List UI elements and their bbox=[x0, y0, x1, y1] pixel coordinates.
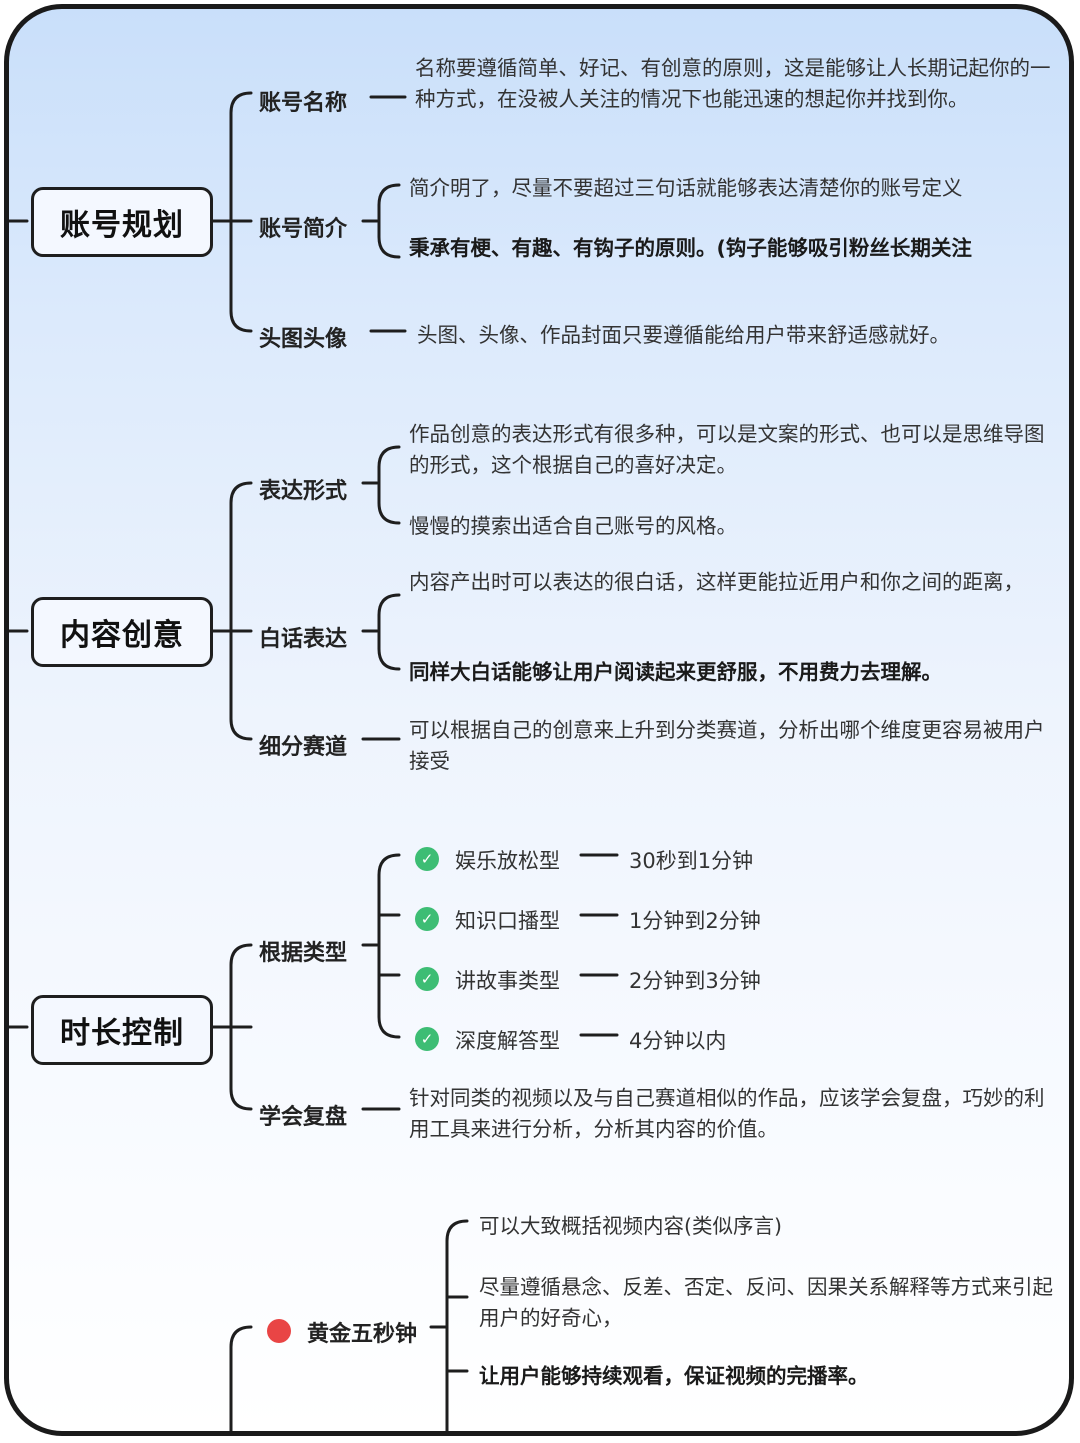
leaf-golden-1: 可以大致概括视频内容(类似序言) bbox=[479, 1214, 782, 1238]
leaf-golden-2: 尽量遵循悬念、反差、否定、反问、因果关系解释等方式来引起用户的好奇心， bbox=[479, 1275, 1053, 1330]
check-icon: ✓ bbox=[415, 967, 439, 991]
topic-content-creativity: 内容创意 bbox=[31, 597, 213, 667]
check-icon: ✓ bbox=[415, 847, 439, 871]
topic-duration-control: 时长控制 bbox=[31, 995, 213, 1065]
branch-plain-language: 白话表达 bbox=[259, 627, 348, 652]
leaf-golden-3: 让用户能够持续观看，保证视频的完播率。 bbox=[479, 1364, 869, 1388]
branch-avatar: 头图头像 bbox=[259, 327, 348, 352]
branch-account-name: 账号名称 bbox=[259, 91, 348, 116]
type-knowledge: 知识口播型 bbox=[455, 909, 560, 933]
type-entertainment: 娱乐放松型 bbox=[455, 849, 560, 873]
duration-storytelling: 2分钟到3分钟 bbox=[629, 969, 761, 993]
type-storytelling: 讲故事类型 bbox=[455, 969, 560, 993]
red-dot-icon bbox=[267, 1319, 291, 1343]
connector-lines bbox=[9, 91, 619, 1431]
duration-in-depth: 4分钟以内 bbox=[629, 1029, 727, 1053]
branch-account-intro: 账号简介 bbox=[259, 217, 348, 242]
branch-expression-form: 表达形式 bbox=[259, 479, 348, 504]
branch-review: 学会复盘 bbox=[259, 1105, 348, 1130]
leaf-intro-1: 简介明了，尽量不要超过三句话就能够表达清楚你的账号定义 bbox=[409, 176, 963, 200]
leaf-niche: 可以根据自己的创意来上升到分类赛道，分析出哪个维度更容易被用户接受 bbox=[409, 718, 1045, 773]
leaf-plain-2: 同样大白话能够让用户阅读起来更舒服，不用费力去理解。 bbox=[409, 660, 942, 684]
mind-map-background: 账号规划 账号名称 名称要遵循简单、好记、有创意的原则，这是能够让人长期记起你的… bbox=[4, 4, 1074, 1436]
type-in-depth: 深度解答型 bbox=[455, 1029, 560, 1053]
leaf-intro-2: 秉承有梗、有趣、有钩子的原则。(钩子能够吸引粉丝长期关注 bbox=[409, 236, 972, 260]
leaf-plain-1: 内容产出时可以表达的很白话，这样更能拉近用户和你之间的距离， bbox=[409, 570, 1024, 594]
leaf-account-name: 名称要遵循简单、好记、有创意的原则，这是能够让人长期记起你的一种方式，在没被人关… bbox=[415, 56, 1051, 111]
branch-golden-five-seconds: 黄金五秒钟 bbox=[307, 1322, 418, 1347]
leaf-expression-1: 作品创意的表达形式有很多种，可以是文案的形式、也可以是思维导图的形式，这个根据自… bbox=[409, 422, 1045, 477]
check-icon: ✓ bbox=[415, 1027, 439, 1051]
duration-entertainment: 30秒到1分钟 bbox=[629, 849, 754, 873]
topic-account-planning: 账号规划 bbox=[31, 187, 213, 257]
branch-niche-track: 细分赛道 bbox=[259, 735, 348, 760]
branch-by-type: 根据类型 bbox=[259, 941, 348, 966]
duration-knowledge: 1分钟到2分钟 bbox=[629, 909, 761, 933]
leaf-avatar: 头图、头像、作品封面只要遵循能给用户带来舒适感就好。 bbox=[417, 323, 950, 347]
leaf-review: 针对同类的视频以及与自己赛道相似的作品，应该学会复盘，巧妙的利用工具来进行分析，… bbox=[409, 1086, 1045, 1141]
check-icon: ✓ bbox=[415, 907, 439, 931]
leaf-expression-2: 慢慢的摸索出适合自己账号的风格。 bbox=[409, 514, 737, 538]
